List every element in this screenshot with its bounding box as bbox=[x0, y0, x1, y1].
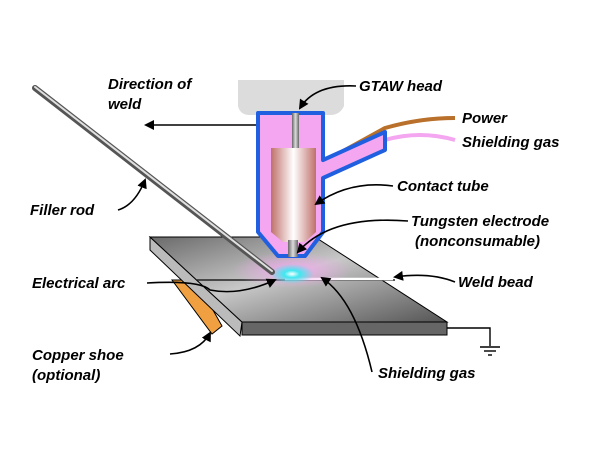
ground-icon bbox=[447, 327, 500, 356]
gtaw-head bbox=[238, 80, 344, 115]
label-nonconsumable: (nonconsumable) bbox=[415, 233, 540, 250]
electrical-arc bbox=[270, 264, 314, 284]
label-gtaw-head: GTAW head bbox=[359, 78, 443, 95]
label-copper-shoe: Copper shoe bbox=[32, 347, 124, 364]
label-power: Power bbox=[462, 110, 508, 127]
label-filler-rod: Filler rod bbox=[30, 202, 95, 219]
power-wire bbox=[304, 116, 456, 174]
label-contact-tube: Contact tube bbox=[397, 178, 489, 195]
label-weld-bead: Weld bead bbox=[458, 274, 534, 291]
label-direction-of-weld: Direction of bbox=[108, 76, 193, 93]
shielding-gas-hose bbox=[384, 133, 456, 142]
tungsten-electrode bbox=[288, 240, 298, 257]
label-shielding-gas-bottom: Shielding gas bbox=[378, 365, 476, 382]
label-electrical-arc: Electrical arc bbox=[32, 275, 126, 292]
label-shielding-gas-top: Shielding gas bbox=[462, 134, 560, 151]
label-optional: (optional) bbox=[32, 367, 100, 384]
label-tungsten-electrode: Tungsten electrode bbox=[411, 213, 549, 230]
contact-tube bbox=[271, 148, 316, 242]
label-direction-of-weld-2: weld bbox=[108, 96, 142, 113]
